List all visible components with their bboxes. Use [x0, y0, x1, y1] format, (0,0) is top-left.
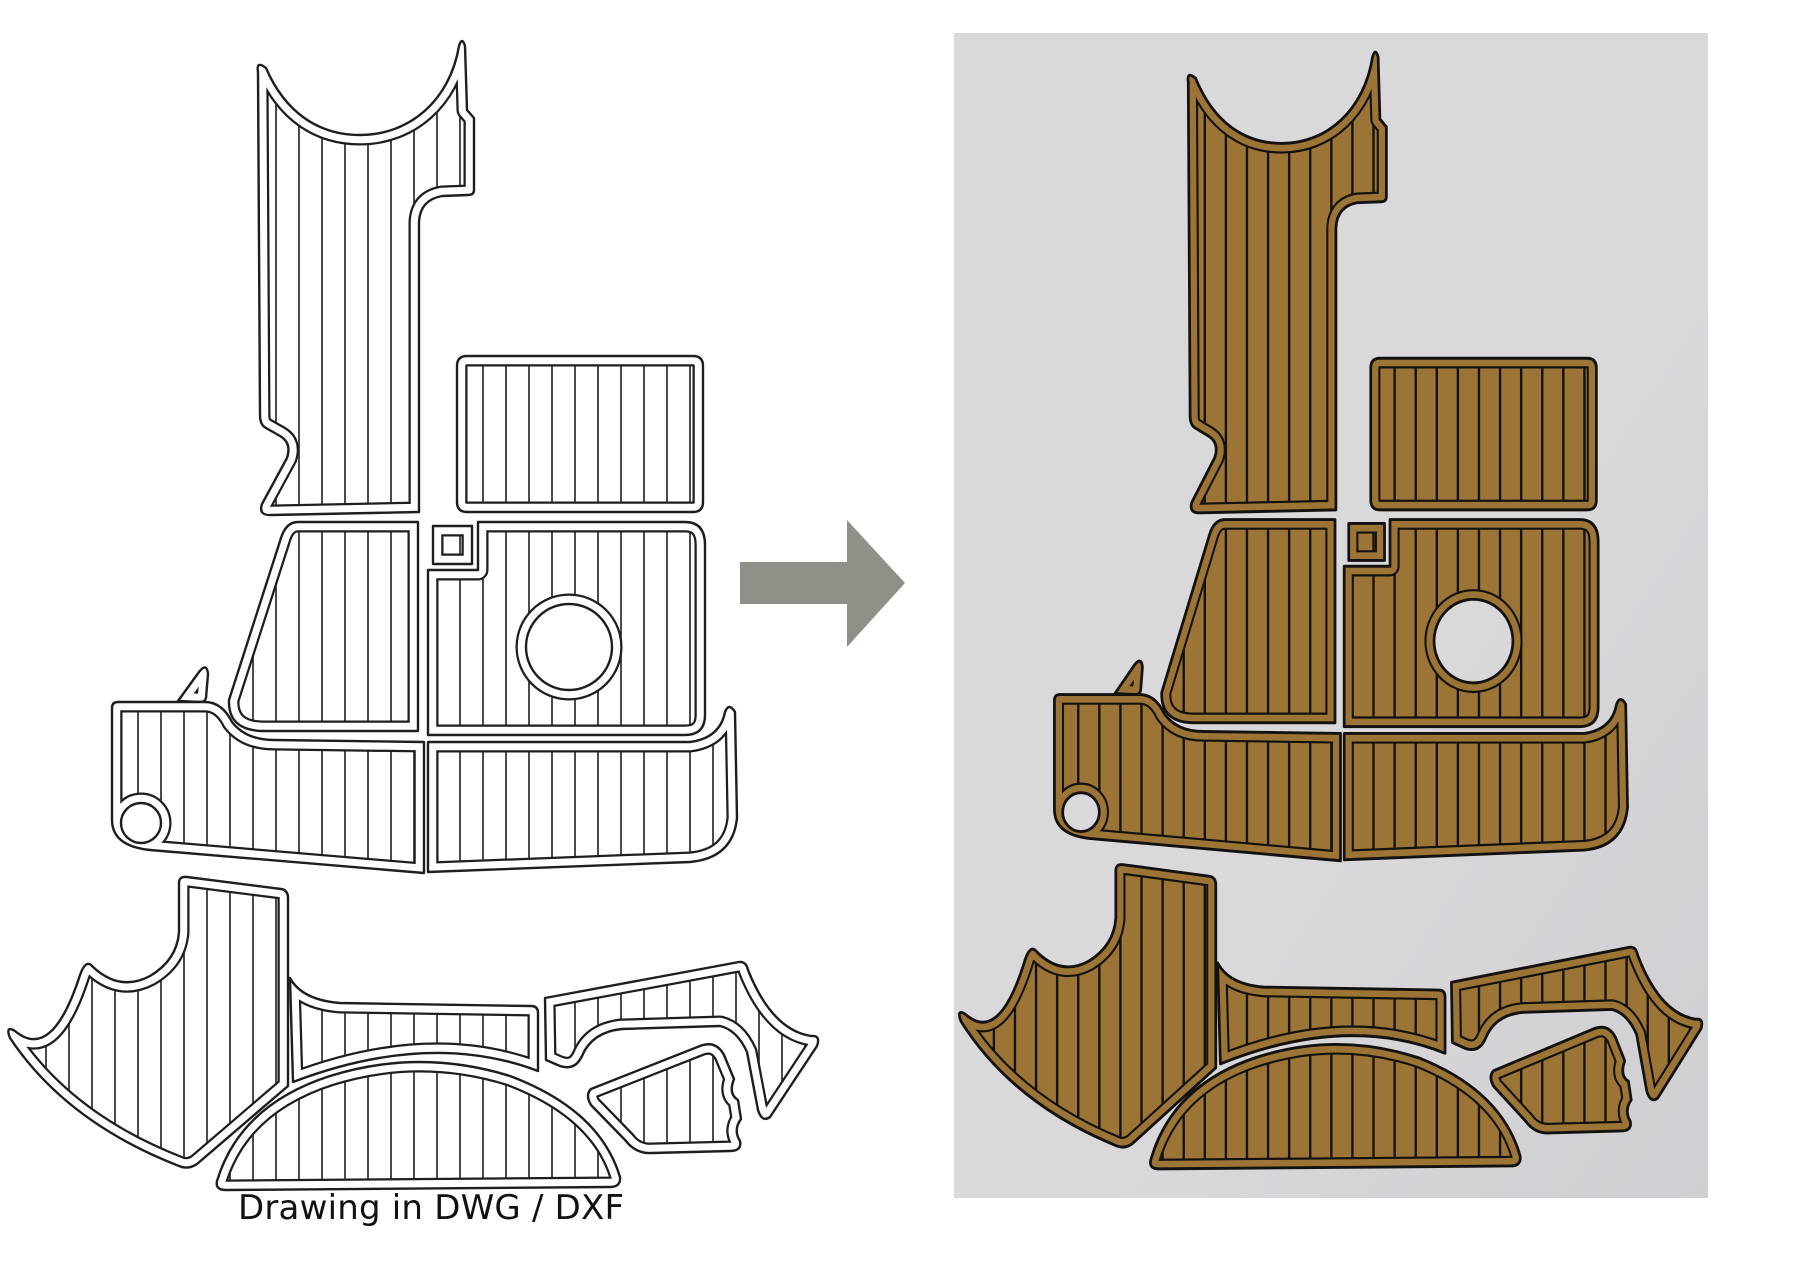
drawing-caption: Drawing in DWG / DXF: [238, 1188, 625, 1228]
piece-top-right-panel: [455, 354, 705, 514]
piece-lower-left-panel: [110, 700, 426, 875]
piece-bow-left-wing: [7, 875, 290, 1169]
piece-bow-arc: [215, 1060, 622, 1192]
piece-bow-arc: [1149, 1043, 1522, 1171]
piece-lower-right-panel: [426, 705, 739, 874]
piece-center-left-panel: [227, 520, 420, 733]
piece-hatch-insert: [431, 524, 474, 566]
piece-center-left-panel: [1160, 518, 1337, 725]
product-photo-panel: [954, 33, 1708, 1198]
teak-deck-pads-photo: [957, 50, 1704, 1171]
cad-drawing-panel: [7, 39, 820, 1192]
piece-top-right-panel: [1369, 356, 1598, 512]
piece-bow-left-wing: [957, 863, 1218, 1149]
arrow-right-icon: [740, 520, 905, 647]
piece-helm-strip: [256, 39, 476, 517]
piece-helm-strip: [1186, 50, 1388, 515]
piece-lower-right-panel: [1342, 697, 1629, 862]
piece-lower-left-panel: [1053, 693, 1342, 863]
piece-hatch-insert: [1347, 522, 1386, 562]
